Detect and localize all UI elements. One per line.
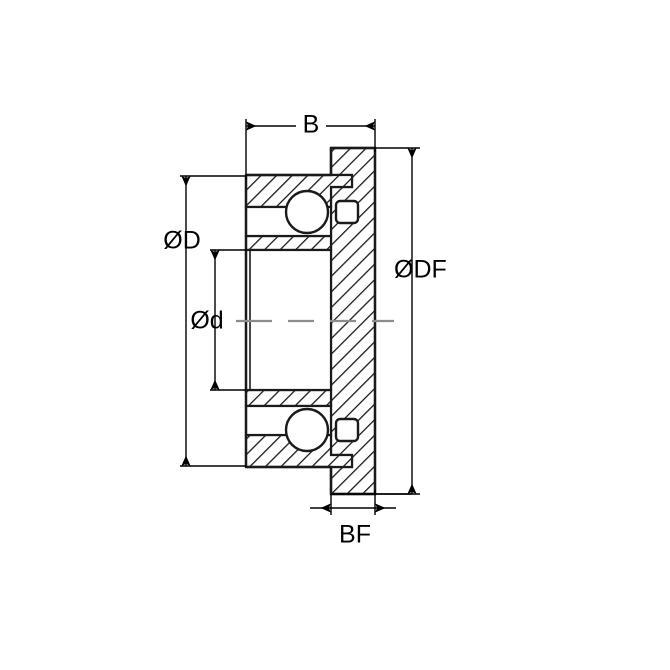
dimension-ODF: ØDF (375, 147, 447, 495)
inner-race-lower (244, 388, 333, 408)
dimension-B-label: B (303, 111, 320, 139)
dimension-Od-label: Ød (190, 307, 223, 335)
dimension-OD-label: ØD (163, 227, 201, 255)
cage-upper (334, 199, 360, 225)
dimension-ODF-label: ØDF (394, 256, 447, 284)
dimension-BF: BF (310, 490, 412, 549)
ball-lower (284, 407, 330, 453)
inner-race-upper-shape (244, 234, 333, 252)
inner-race-lower-shape (244, 388, 333, 408)
dimension-Od: Ød (190, 249, 246, 391)
dimension-BF-label: BF (339, 521, 371, 549)
bearing-body (244, 146, 377, 496)
dimension-B: B (245, 111, 376, 180)
dimension-OD: ØD (163, 175, 246, 467)
ball-upper (284, 189, 330, 235)
cage-lower (334, 417, 360, 443)
inner-race-upper (244, 234, 333, 252)
